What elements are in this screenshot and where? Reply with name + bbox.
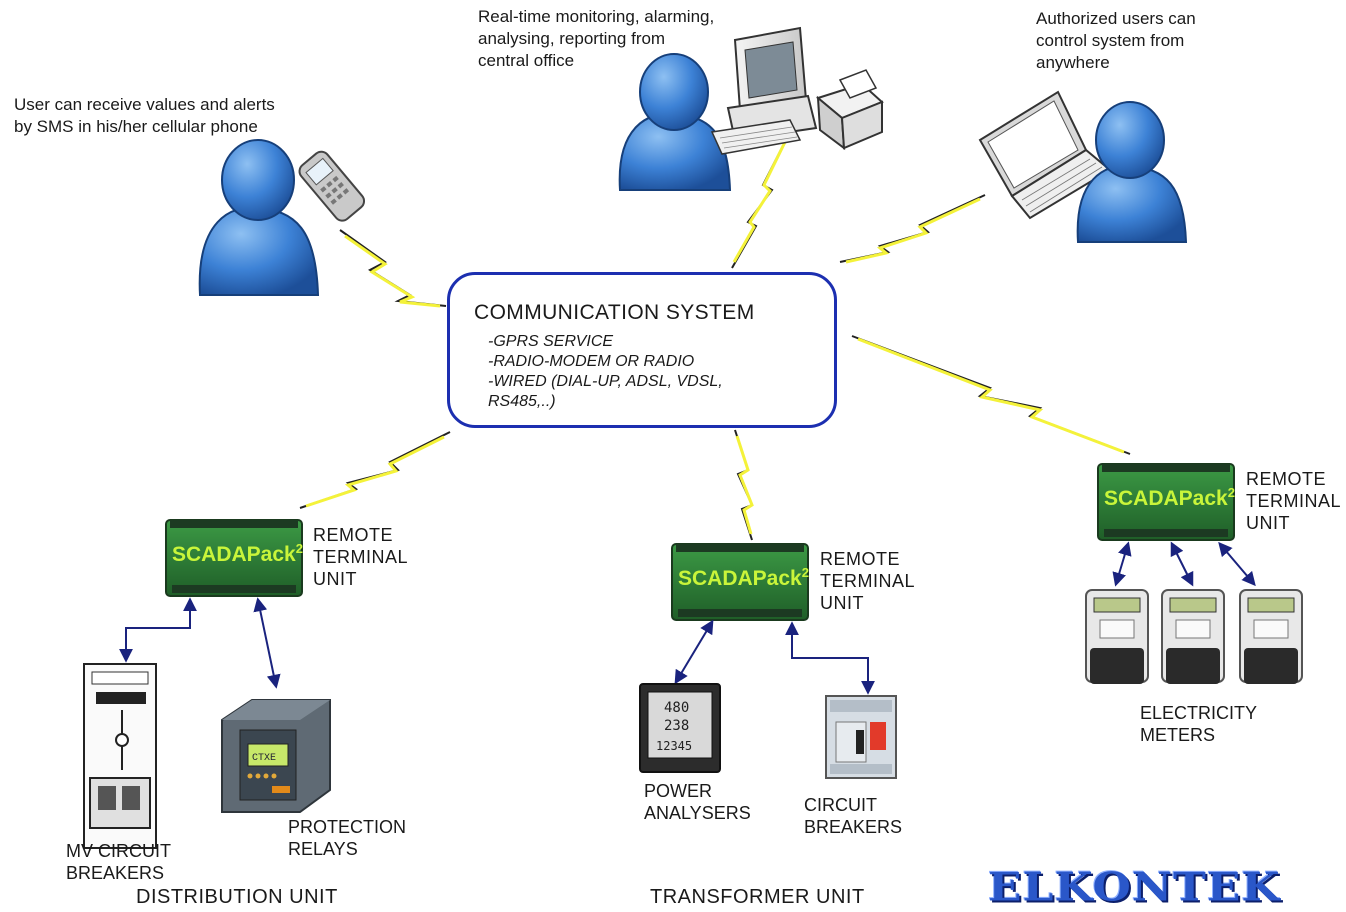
sms-user-caption: User can receive values and alerts by SM… xyxy=(14,95,275,136)
electricity-meter-icon xyxy=(1161,589,1225,684)
elkontek-logo: ELKONTEK xyxy=(988,864,1281,911)
rtu-label-distribution: REMOTE TERMINAL UNIT xyxy=(313,525,409,589)
rtu-brand-name: SCADAPack xyxy=(172,543,296,566)
rtu-brand-superscript: 2 xyxy=(296,541,303,556)
arrow-rtu-to-mv-breakers xyxy=(119,597,197,663)
link-rtu-right-glow xyxy=(857,337,1125,454)
rtu-device-meters: SCADAPack2 xyxy=(1097,463,1235,541)
analyser-reading-1: 480 xyxy=(664,700,689,716)
communication-system-title: COMMUNICATION SYSTEM xyxy=(474,301,755,324)
cellphone-icon xyxy=(298,150,366,222)
desktop-computer-icon xyxy=(710,26,818,155)
circuit-breakers-label: CIRCUIT BREAKERS xyxy=(804,795,903,837)
rtu-brand-name: SCADAPack xyxy=(678,567,802,590)
protection-relay-icon: CTXE xyxy=(221,699,331,813)
remote-user-person-icon xyxy=(1076,101,1188,243)
communication-option: -RADIO-MODEM OR RADIO xyxy=(488,353,695,370)
protection-relays-label: PROTECTION RELAYS xyxy=(288,817,407,859)
rtu-label-meters: REMOTE TERMINAL UNIT xyxy=(1246,469,1342,533)
analyser-reading-3: 12345 xyxy=(656,739,692,753)
link-sms-user xyxy=(339,229,447,307)
rtu-label-transformer: REMOTE TERMINAL UNIT xyxy=(820,549,916,613)
link-sms-user-glow xyxy=(344,234,441,308)
power-analysers-label: POWER ANALYSERS xyxy=(644,781,751,823)
remote-user-caption: Authorized users can control system from… xyxy=(1036,9,1196,72)
rtu-brand-name: SCADAPack xyxy=(1104,487,1228,510)
rtu-logo-text: SCADAPack2 xyxy=(678,565,809,590)
link-central-office-glow xyxy=(732,139,788,263)
rtu-brand-superscript: 2 xyxy=(1228,485,1235,500)
analyser-reading-2: 238 xyxy=(664,718,689,734)
communication-option: -GPRS SERVICE xyxy=(488,333,614,350)
arrow-rtu-to-protection-relays xyxy=(253,597,281,689)
sms-user-person-icon xyxy=(198,139,320,296)
distribution-unit-title: DISTRIBUTION UNIT xyxy=(136,886,338,908)
transformer-unit-title: TRANSFORMER UNIT xyxy=(650,886,865,908)
rtu-logo-text: SCADAPack2 xyxy=(172,541,303,566)
central-office-caption: Real-time monitoring, alarming, analysin… xyxy=(478,7,715,70)
rtu-logo-text: SCADAPack2 xyxy=(1104,485,1235,510)
link-rtu-center-glow xyxy=(735,435,754,535)
link-rtu-left xyxy=(299,431,451,509)
rtu-device-transformer: SCADAPack2 xyxy=(671,543,809,621)
laptop-icon xyxy=(978,90,1112,220)
central-office-person-icon xyxy=(618,53,732,191)
arrow-rtu-to-meter-3 xyxy=(1218,541,1256,587)
arrow-rtu-to-circuit-breakers xyxy=(785,621,875,695)
communication-system-box: COMMUNICATION SYSTEM -GPRS SERVICE -RADI… xyxy=(447,272,837,428)
circuit-breaker-icon xyxy=(825,695,897,779)
mv-circuit-breaker-cabinet-icon xyxy=(83,663,157,849)
arrow-rtu-to-meter-2 xyxy=(1170,541,1194,587)
printer-icon xyxy=(815,69,884,151)
electricity-meter-icon xyxy=(1239,589,1303,684)
rtu-brand-superscript: 2 xyxy=(802,565,809,580)
relay-display-text: CTXE xyxy=(252,753,276,764)
link-remote-user-glow xyxy=(845,197,981,264)
electricity-meters-label: ELECTRICITY METERS xyxy=(1140,703,1258,745)
arrow-rtu-to-power-analysers xyxy=(674,619,714,685)
mv-breakers-label: MV CIRCUIT BREAKERS xyxy=(66,841,171,883)
link-rtu-left-glow xyxy=(305,435,445,508)
power-analyser-icon: 480 238 12345 xyxy=(639,683,721,773)
arrow-rtu-to-meter-1 xyxy=(1112,541,1132,587)
link-remote-user xyxy=(839,194,986,263)
wireless-links xyxy=(299,131,1131,541)
wired-connections xyxy=(119,541,1256,695)
communication-system-list: -GPRS SERVICE -RADIO-MODEM OR RADIO -WIR… xyxy=(488,332,723,412)
electricity-meter-icon xyxy=(1085,589,1149,684)
rtu-device-distribution: SCADAPack2 xyxy=(165,519,303,597)
communication-option: -WIRED (DIAL-UP, ADSL, VDSL, RS485,..) xyxy=(488,373,723,410)
